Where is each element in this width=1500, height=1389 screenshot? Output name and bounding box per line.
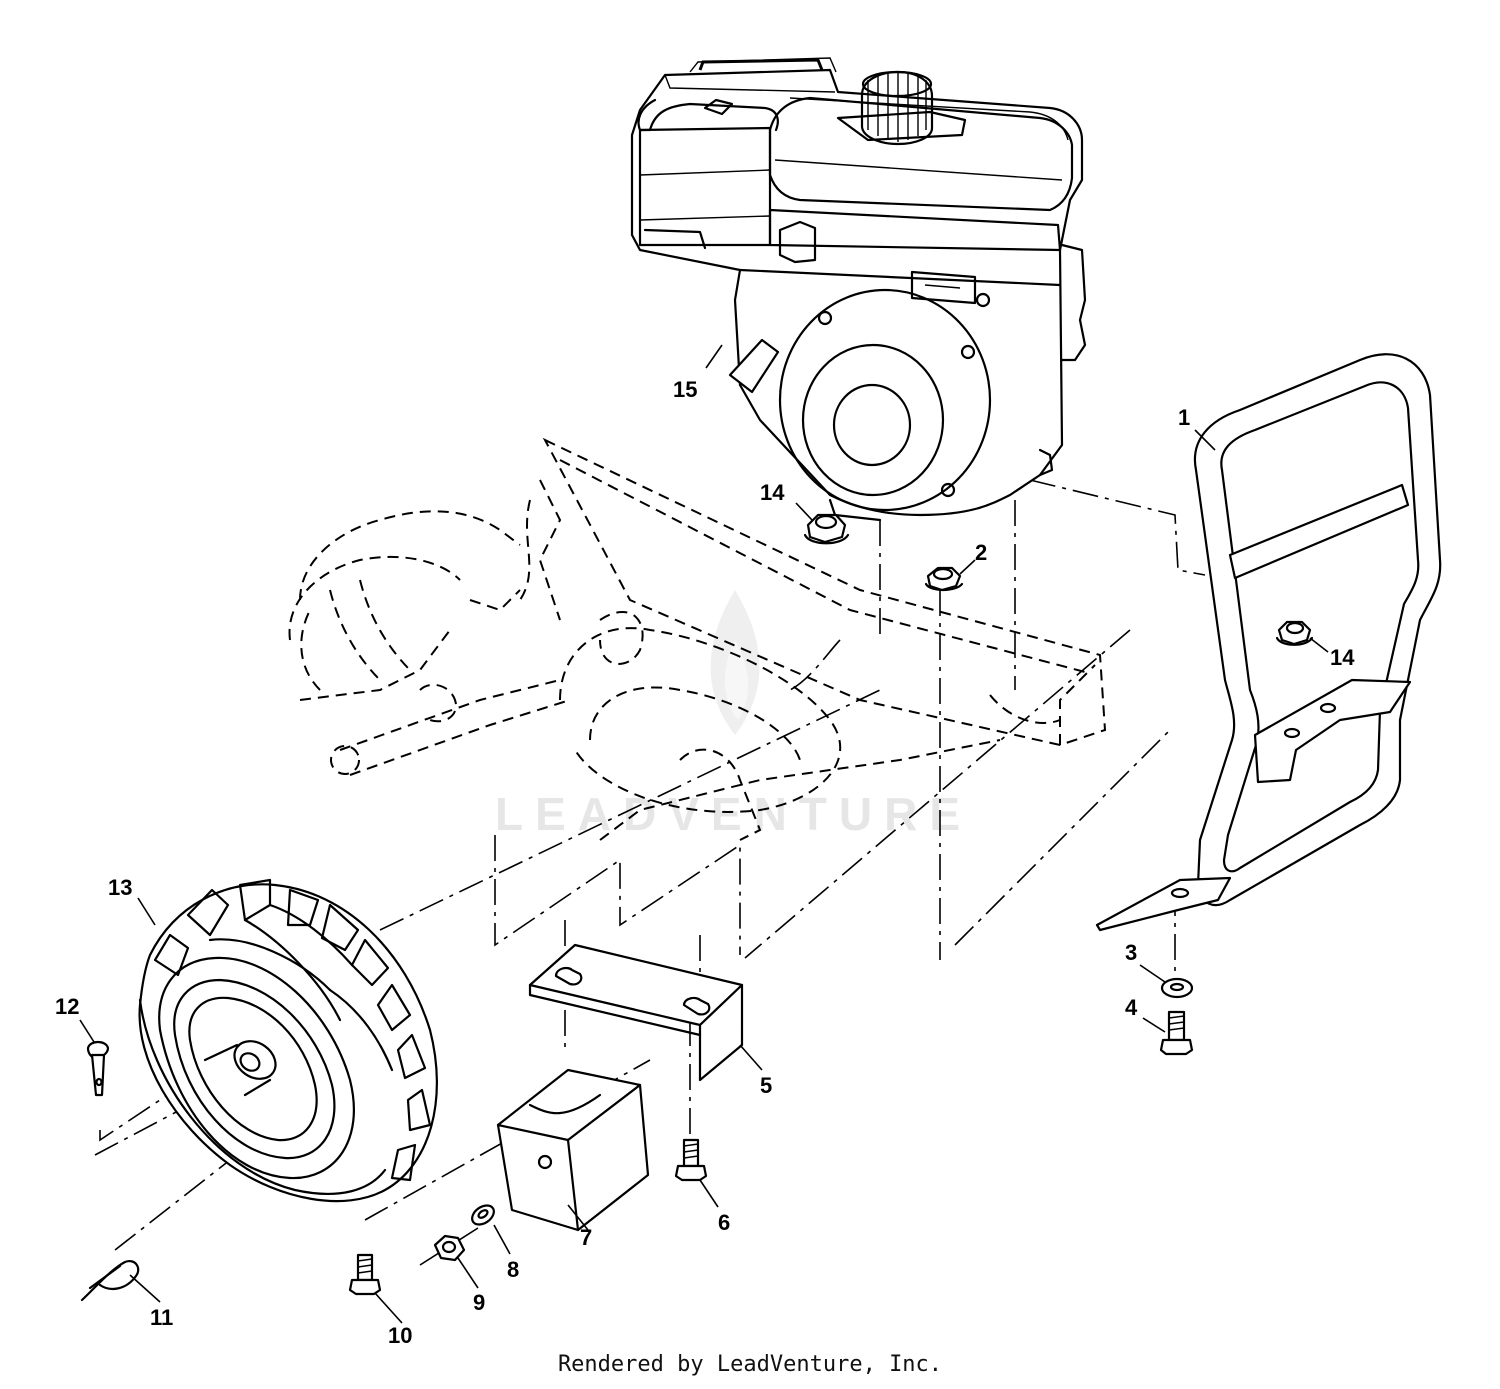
front-weight — [496, 1068, 650, 1232]
callout-8: 8 — [507, 1257, 519, 1282]
callout-11: 11 — [150, 1305, 173, 1330]
wheel-tire — [138, 878, 438, 1203]
lock-washer — [471, 1204, 495, 1226]
callout-4: 4 — [1125, 995, 1138, 1020]
washer — [1160, 977, 1194, 999]
hairpin-clip — [80, 1260, 140, 1302]
callout-3: 3 — [1125, 940, 1137, 965]
callout-6: 6 — [718, 1210, 730, 1235]
watermark-text: LEADVENTURE — [495, 788, 972, 840]
callout-14-engine-nut: 14 — [760, 480, 785, 505]
callout-1: 1 — [1178, 405, 1190, 430]
callout-7: 7 — [580, 1225, 592, 1250]
weight-bolt — [348, 1253, 382, 1296]
callout-14-bumper-nut: 14 — [1330, 645, 1355, 670]
callout-10: 10 — [388, 1323, 412, 1348]
clevis-pin — [86, 1040, 110, 1097]
callout-5: 5 — [760, 1073, 772, 1098]
callout-2: 2 — [975, 540, 987, 565]
callout-pointers — [79, 344, 1329, 1324]
front-bumper — [1095, 353, 1442, 932]
bracket-bolt — [674, 1138, 708, 1182]
engine — [630, 57, 1087, 522]
callout-13: 13 — [108, 875, 132, 900]
flange-lock-nut — [803, 513, 1314, 646]
callout-12: 12 — [55, 994, 79, 1019]
tiller-frame-ghost — [288, 437, 1107, 841]
flange-nut — [924, 566, 964, 592]
callout-15: 15 — [673, 377, 697, 402]
callout-labels: 1 2 3 4 5 6 7 8 9 10 11 12 13 14 14 15 — [55, 377, 1355, 1348]
hex-nut — [433, 1234, 466, 1262]
weight-bracket — [528, 943, 744, 1082]
render-credit: Rendered by LeadVenture, Inc. — [557, 1352, 943, 1377]
watermark: LEADVENTURE — [495, 590, 972, 840]
bumper-bolt — [1159, 1010, 1194, 1056]
callout-9: 9 — [473, 1290, 485, 1315]
